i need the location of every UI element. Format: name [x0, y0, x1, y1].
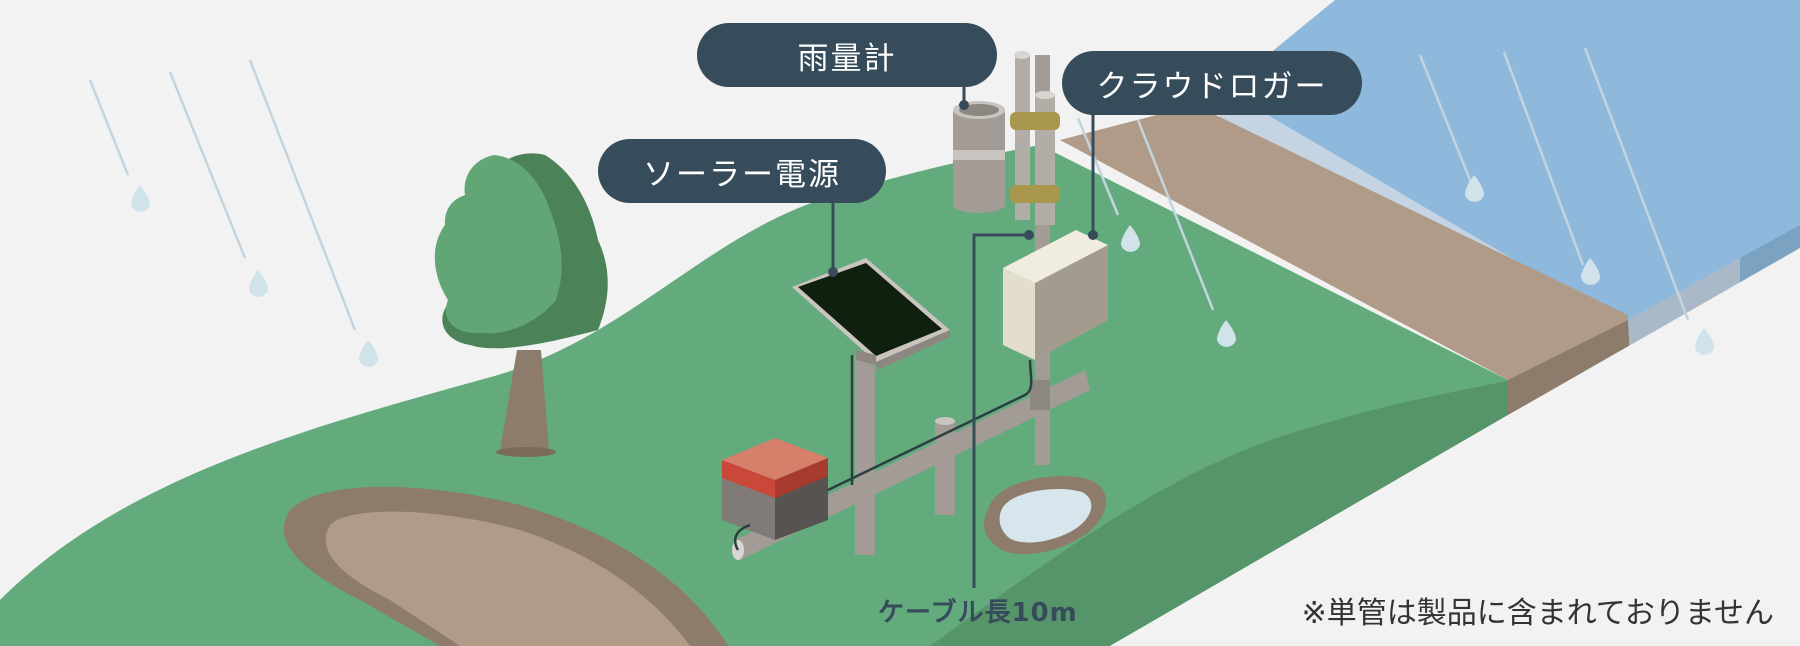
cables: [733, 355, 1033, 551]
footnote: ※単管は製品に含まれておりません: [1301, 596, 1774, 631]
logger-box-icon: [1003, 230, 1108, 360]
cable-length-label: ケーブル長10m: [878, 598, 1078, 628]
puddle-icon: [983, 476, 1107, 555]
rain: [88, 47, 1690, 331]
cloud-logger-label: クラウドロガー: [1062, 51, 1362, 115]
rain-gauge-icon: [953, 101, 1005, 213]
solar-panel-icon: [792, 258, 950, 370]
battery-box-icon: [722, 438, 828, 540]
leader-lines: [831, 86, 1095, 588]
levee-top-right: [1110, 248, 1800, 646]
river-bank-edge: [1508, 320, 1630, 415]
solar-power-label: ソーラー電源: [598, 139, 886, 203]
grass-shadow: [930, 380, 1508, 646]
raindrop-icon: [131, 175, 1714, 367]
river-bank-soil: [1060, 105, 1628, 380]
tree-icon: [434, 153, 608, 457]
leader-dots: [828, 100, 1098, 277]
rain-gauge-label: 雨量計: [697, 23, 997, 87]
river-water: [1225, 0, 1800, 328]
dirt-track: [283, 486, 728, 646]
